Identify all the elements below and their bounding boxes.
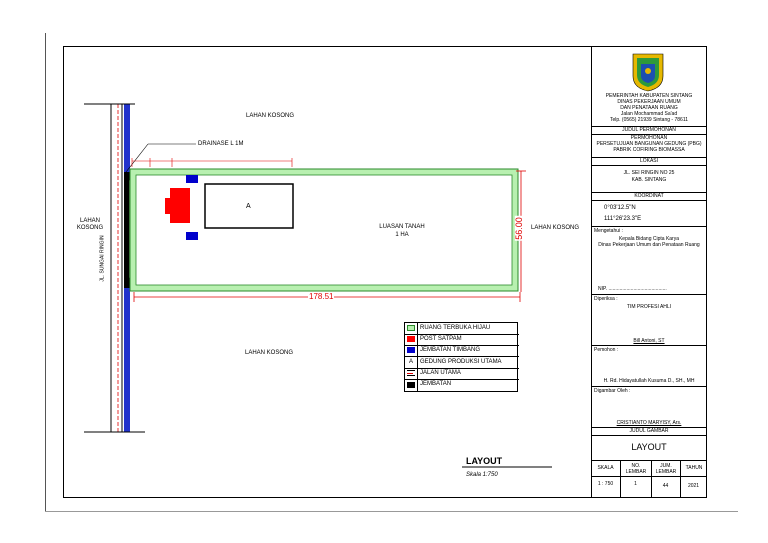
tb-col-tahun: TAHUN bbox=[685, 465, 703, 471]
label-building-a: A bbox=[246, 203, 251, 210]
tb-val-skala: 1 : 750 bbox=[597, 481, 614, 487]
legend-label-timbang: JEMBATAN TIMBANG bbox=[420, 347, 481, 353]
tb-header-3: DAN PENATAAN RUANG bbox=[620, 105, 678, 111]
title-block bbox=[591, 46, 707, 498]
tb-koordinat-1: 0°03'12.5"N bbox=[604, 205, 636, 211]
tb-koordinat-label: KOORDINAT bbox=[634, 193, 664, 199]
tb-val-tahun: 2021 bbox=[687, 483, 700, 489]
tb-judul-permohonan-label: JUDUL PERMOHONAN bbox=[622, 127, 676, 133]
label-lahan-kosong-bottom: LAHAN KOSONG bbox=[245, 350, 294, 356]
tb-judul-gambar: LAYOUT bbox=[631, 442, 667, 452]
tb-col-jum-lembar: JUM. LEMBAR bbox=[655, 463, 677, 475]
legend-swatch-red bbox=[407, 336, 415, 342]
legend-symbol-a: A bbox=[409, 359, 414, 365]
drawing-frame bbox=[63, 46, 707, 498]
jembatan-timbang-2 bbox=[186, 232, 198, 240]
bridge bbox=[124, 172, 132, 288]
tb-judul-permohonan-3: PABRIK COFIRING BIOMASSA bbox=[613, 147, 685, 153]
drawing-scale: Skala 1:750 bbox=[466, 472, 498, 478]
label-lahan-kosong-left-1: LAHAN bbox=[79, 218, 100, 224]
tb-lokasi-2: KAB. SINTANG bbox=[631, 177, 667, 183]
label-luasan-2: 1 HA bbox=[395, 232, 409, 238]
label-lahan-kosong-left-2: KOSONG bbox=[76, 225, 104, 231]
tb-diperiksa-name: Bill Antoni, ST bbox=[633, 338, 665, 344]
kabupaten-logo bbox=[632, 53, 664, 92]
dim-width-label: 56.00 bbox=[513, 216, 524, 241]
tb-pemohon-label: Pemohon : bbox=[594, 347, 619, 353]
sheet-edge-bottom bbox=[45, 511, 738, 512]
label-lahan-kosong-right: LAHAN KOSONG bbox=[531, 225, 580, 231]
tb-val-no-lembar: 1 bbox=[634, 481, 637, 487]
legend-swatch-road bbox=[407, 370, 415, 376]
label-luasan-1: LUASAN TANAH bbox=[379, 224, 425, 230]
label-drainase: DRAINASE L 1M bbox=[198, 141, 244, 147]
tb-judul-gambar-label: JUDUL GAMBAR bbox=[629, 428, 669, 434]
legend-label-jalan: JALAN UTAMA bbox=[420, 370, 461, 376]
post-satpam bbox=[165, 188, 190, 223]
sheet-edge-left bbox=[45, 33, 46, 511]
legend-label-gedung: GEDUNG PRODUKSI UTAMA bbox=[420, 359, 502, 365]
tb-mengetahui-label: Mengetahui : bbox=[594, 228, 623, 234]
tb-digambar-name: CRISTIANTO MARYISY, Ars. bbox=[616, 420, 682, 426]
tb-col-skala: SKALA bbox=[597, 465, 614, 471]
tb-header-2: DINAS PEKERJAAN UMUM bbox=[617, 99, 681, 105]
tb-mengetahui-1: Kepala Bidang Cipta Karya bbox=[618, 236, 680, 242]
tb-nip: NIP. ...................................… bbox=[598, 286, 667, 292]
site-boundary-inner bbox=[135, 174, 513, 286]
label-lahan-kosong-top: LAHAN KOSONG bbox=[246, 113, 295, 119]
tb-lokasi-label: LOKASI bbox=[639, 158, 659, 164]
tb-header-1: PEMERINTAH KABUPATEN SINTANG bbox=[605, 93, 693, 99]
legend-swatch-green bbox=[407, 325, 415, 331]
tb-pemohon-name: H. Rd. Hidayatullah Kusuma D., SH., MH bbox=[603, 378, 695, 384]
tb-lokasi-1: JL. SEI RINGIN NO 25 bbox=[623, 170, 675, 176]
tb-col-no-lembar: NO. LEMBAR bbox=[625, 463, 647, 475]
drawing-title: LAYOUT bbox=[466, 456, 503, 466]
tb-header-5: Telp. (0565) 21939 Sintang - 78611 bbox=[609, 117, 689, 123]
tb-diperiksa-label: Diperiksa : bbox=[594, 296, 618, 302]
tb-koordinat-2: 111°26'23.3"E bbox=[604, 216, 642, 222]
label-road-name: JL. SUNGAI RINGIN bbox=[99, 235, 106, 282]
building-a bbox=[204, 183, 294, 229]
tb-judul-permohonan-1: PERMOHONAN bbox=[630, 135, 668, 141]
dim-length-label: 178.51 bbox=[308, 292, 335, 301]
tb-digambar-label: Digambar Oleh : bbox=[594, 388, 631, 394]
legend-swatch-blue bbox=[407, 347, 415, 353]
drainase-leader bbox=[125, 143, 149, 173]
tb-mengetahui-2: Dinas Pekerjaan Umum dan Penataan Ruang bbox=[598, 242, 700, 248]
legend: A RUANG TERBUKA HIJAU POST SATPAM JEMBAT… bbox=[404, 322, 519, 392]
legend-swatch-black bbox=[407, 382, 415, 388]
tb-val-jum-lembar: 44 bbox=[662, 483, 669, 489]
legend-label-jembatan: JEMBATAN bbox=[420, 381, 452, 387]
legend-label-satpam: POST SATPAM bbox=[420, 336, 462, 342]
tb-judul-permohonan-2: PERSETUJUAN BANGUNAN GEDUNG (PBG) bbox=[596, 141, 702, 147]
tb-diperiksa: TIM PROFESI AHLI bbox=[626, 304, 672, 310]
tb-header-4: Jalan Mochammad Sa'ad bbox=[620, 111, 678, 117]
jembatan-timbang-1 bbox=[186, 175, 198, 183]
legend-label-rth: RUANG TERBUKA HIJAU bbox=[420, 325, 491, 331]
